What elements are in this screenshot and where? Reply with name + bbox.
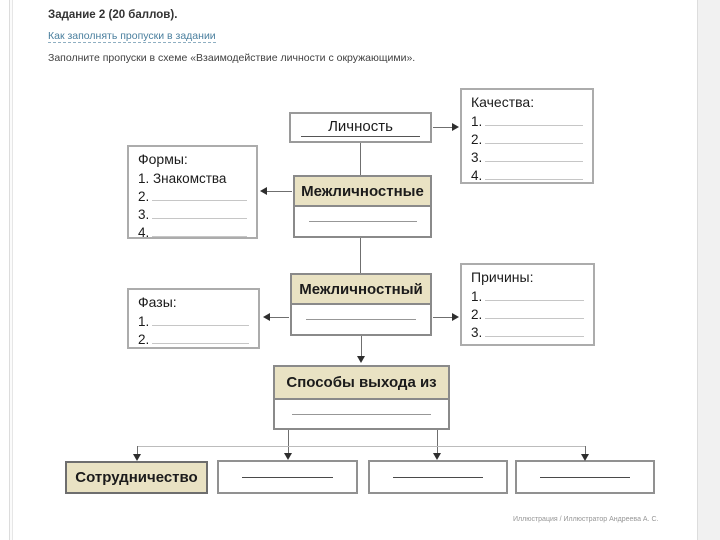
connector-line: [288, 430, 289, 447]
node-sotrudnichestvo-label: Сотрудничество: [75, 469, 198, 486]
connector-line: [264, 191, 292, 192]
arrowhead-left-icon: [260, 187, 267, 195]
connector-line: [361, 336, 362, 357]
item-number: 4.: [138, 225, 150, 240]
blank-line: [485, 143, 583, 144]
list-item: 3.: [138, 204, 248, 222]
arrowhead-down-icon: [133, 454, 141, 461]
node-prichiny: Причины: 1. 2. 3.: [460, 263, 595, 346]
item-number: 2.: [471, 132, 483, 147]
arrowhead-down-icon: [433, 453, 441, 460]
list-item: 1.: [471, 111, 584, 129]
connector-line: [137, 446, 138, 455]
blank-line: [485, 125, 583, 126]
node-formy: Формы: 1. Знакомства 2. 3. 4.: [127, 145, 258, 240]
item-number: 2.: [138, 332, 150, 347]
arrowhead-right-icon: [452, 313, 459, 321]
item-number: 2.: [471, 307, 483, 322]
connector-line: [288, 447, 289, 455]
node-mezhlichnostnyj-label: Межличностный: [292, 275, 430, 305]
item-number: 3.: [471, 325, 483, 340]
connector-line: [437, 430, 438, 447]
connector-line: [433, 127, 455, 128]
connector-line: [137, 446, 586, 447]
blank-line: [152, 218, 247, 219]
list-item: 3.: [471, 147, 584, 165]
node-formy-title: Формы:: [138, 151, 188, 167]
blank-line: [300, 135, 421, 137]
blank-line: [292, 413, 431, 415]
illustration-credit: Иллюстрация / Иллюстратор Андреева А. С.: [513, 516, 659, 523]
node-sotrudnichestvo: Сотрудничество: [65, 461, 208, 494]
item-number: 3.: [138, 207, 150, 222]
instruction-text: Заполните пропуски в схеме «Взаимодейств…: [48, 52, 416, 64]
list-item: 2.: [138, 186, 248, 204]
connector-line: [360, 238, 361, 273]
item-number: 2.: [138, 189, 150, 204]
node-kachestva: Качества: 1. 2. 3. 4.: [460, 88, 594, 184]
list-item: 4.: [138, 222, 248, 240]
node-sposoby: Способы выхода из: [273, 365, 450, 430]
list-item: 1. Знакомства: [138, 168, 248, 186]
connector-line: [437, 447, 438, 455]
node-prichiny-title: Причины:: [471, 269, 534, 285]
arrowhead-down-icon: [357, 356, 365, 363]
list-item: 1.: [138, 311, 250, 329]
blank-line: [308, 221, 417, 222]
list-item: 2.: [138, 329, 250, 347]
blank-line: [152, 325, 249, 326]
node-mezhlichnostnye-label: Межличностные: [295, 177, 430, 207]
blank-line: [485, 161, 583, 162]
blank-line: [393, 476, 483, 478]
arrowhead-left-icon: [263, 313, 270, 321]
blank-line: [485, 179, 583, 180]
page-title: Задание 2 (20 баллов).: [48, 9, 178, 21]
blank-line: [242, 476, 333, 478]
list-item: 4.: [471, 165, 584, 183]
arrowhead-down-icon: [284, 453, 292, 460]
blank-line: [152, 236, 247, 237]
blank-line: [485, 336, 584, 337]
blank-line: [485, 318, 584, 319]
left-page-edge: [9, 0, 13, 540]
node-lichnost-label: Личность: [328, 117, 393, 135]
connector-line: [585, 446, 586, 455]
item-number: 3.: [471, 150, 483, 165]
node-blank-2: [368, 460, 508, 494]
help-link[interactable]: Как заполнять пропуски в задании: [48, 30, 216, 43]
node-mezhlichnostnye: Межличностные: [293, 175, 432, 238]
item-text: 1. Знакомства: [138, 171, 227, 186]
node-fazy: Фазы: 1. 2.: [127, 288, 260, 349]
arrowhead-down-icon: [581, 454, 589, 461]
right-gutter: [697, 0, 720, 540]
blank-line: [152, 343, 249, 344]
connector-line: [267, 317, 289, 318]
node-fazy-title: Фазы:: [138, 294, 177, 310]
arrowhead-right-icon: [452, 123, 459, 131]
connector-line: [433, 317, 455, 318]
list-item: 2.: [471, 304, 585, 322]
node-mezhlichnostnyj: Межличностный: [290, 273, 432, 336]
node-sposoby-label: Способы выхода из: [275, 367, 448, 400]
list-item: 3.: [471, 322, 585, 340]
connector-line: [360, 143, 361, 175]
item-number: 1.: [471, 289, 483, 304]
node-blank-3: [515, 460, 655, 494]
blank-line: [540, 476, 630, 478]
node-blank-1: [217, 460, 358, 494]
list-item: 2.: [471, 129, 584, 147]
item-number: 4.: [471, 168, 483, 183]
node-kachestva-title: Качества:: [471, 94, 535, 110]
list-item: 1.: [471, 286, 585, 304]
blank-line: [305, 319, 417, 320]
item-number: 1.: [471, 114, 483, 129]
node-lichnost: Личность: [289, 112, 432, 143]
blank-line: [152, 200, 247, 201]
blank-line: [485, 300, 584, 301]
item-number: 1.: [138, 314, 150, 329]
